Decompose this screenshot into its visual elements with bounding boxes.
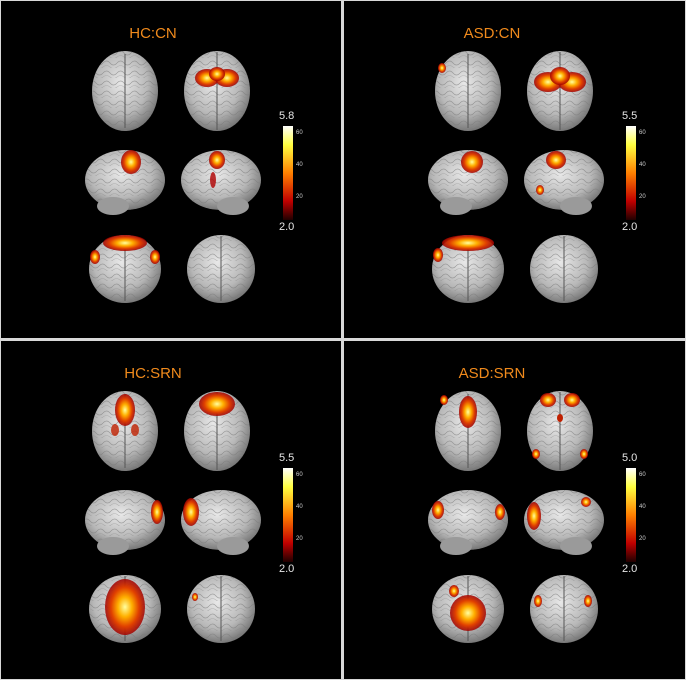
colorbar-max-label: 5.5 [279,452,295,464]
colorbar-min-label: 2.0 [622,563,638,575]
colorbar-tick-label: 40 [639,162,646,168]
brain-dorsal-view [184,391,250,471]
brain-frontal-view [432,235,504,303]
brain-left-lateral-view [85,150,165,215]
brain-frontal-view [89,575,161,643]
brain-frontal-view [432,575,504,643]
colorbar-tick-label: 60 [296,472,303,478]
colorbar-tick-label: 60 [296,130,303,136]
colorbar-tick-label: 40 [639,504,646,510]
colorbar-tick-label: 60 [639,472,646,478]
colorbar-min-label: 2.0 [622,221,638,233]
brain-ventral-view [92,391,158,471]
panel-asd-cn: ASD:CN [344,1,685,338]
panel-asd-srn: ASD:SRN [344,341,685,679]
colorbar-tick-label: 40 [296,504,303,510]
brain-dorsal-view [527,391,593,471]
colorbar: 60 40 20 [283,126,303,220]
brain-ventral-view [92,51,158,131]
colorbar-tick-label: 40 [296,162,303,168]
colorbar-max-label: 5.5 [622,110,638,122]
colorbar: 60 40 20 [626,468,646,562]
brain-posterior-view [530,235,598,303]
brain-ventral-view [435,51,501,131]
colorbar: 60 40 20 [283,468,303,562]
brain-posterior-view [530,575,598,643]
brain-right-lateral-view [524,150,604,215]
brain-left-lateral-view [428,490,508,555]
brain-frontal-view [89,235,161,303]
colorbar-max-label: 5.0 [622,452,638,464]
colorbar-tick-label: 20 [639,194,646,200]
brain-right-lateral-view [181,490,261,555]
panel-hc-cn: HC:CN [1,1,341,338]
colorbar-min-label: 2.0 [279,563,295,575]
colorbar-tick-label: 20 [296,536,303,542]
colorbar-tick-label: 20 [296,194,303,200]
panel-title: HC:CN [129,25,177,42]
brain-right-lateral-view [181,150,261,215]
colorbar-tick-label: 60 [639,130,646,136]
colorbar-min-label: 2.0 [279,221,295,233]
colorbar-max-label: 5.8 [279,110,295,122]
brain-dorsal-view [527,51,593,131]
panel-title: ASD:SRN [458,365,526,382]
brain-left-lateral-view [428,150,508,215]
brain-dorsal-view [184,51,250,131]
brain-left-lateral-view [85,490,165,555]
colorbar: 60 40 20 [626,126,646,220]
panel-title: ASD:CN [463,25,521,42]
panel-hc-srn: HC:SRN [1,341,341,679]
brain-right-lateral-view [524,490,604,555]
brain-posterior-view [187,575,255,643]
brain-posterior-view [187,235,255,303]
panel-title: HC:SRN [124,365,182,382]
colorbar-tick-label: 20 [639,536,646,542]
brain-ventral-view [435,391,501,471]
